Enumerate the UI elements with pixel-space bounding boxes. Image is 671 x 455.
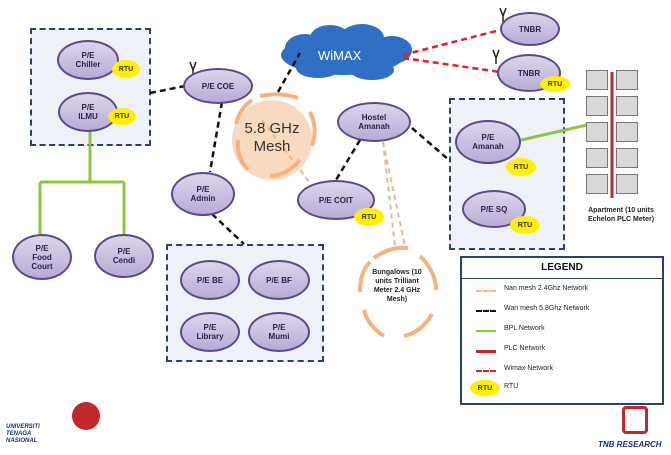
apartment-unit xyxy=(616,174,638,194)
node-chiller-label-2: Chiller xyxy=(75,60,101,69)
rtu-chiller: RTU xyxy=(112,60,140,78)
node-mumi-label-2: Mumi xyxy=(268,332,290,341)
node-coe-label: P/E COE xyxy=(201,81,235,91)
wimax-links xyxy=(402,28,501,74)
apartment-unit xyxy=(586,96,608,116)
node-library-label-2: Library xyxy=(196,332,224,341)
uniten-logo: UNIVERSITI TENAGA NASIONAL xyxy=(4,400,124,450)
nan-mesh-links xyxy=(261,119,406,247)
apartment-unit xyxy=(616,148,638,168)
legend-item-wan-mesh: Wan mesh 5.8Ghz Network xyxy=(470,304,660,318)
uniten-logo-text: UNIVERSITI TENAGA NASIONAL xyxy=(6,424,40,445)
node-admin-label-2: Admin xyxy=(190,194,216,203)
apartment-unit xyxy=(586,70,608,90)
apartment-unit xyxy=(616,96,638,116)
legend-swatch-wan-mesh xyxy=(476,310,496,312)
uniten-logo-line-2: TENAGA xyxy=(6,431,32,437)
tnb-logo-mark xyxy=(622,406,648,434)
legend-item-bpl: BPL Network xyxy=(470,324,660,338)
rtu-tnbr: RTU xyxy=(540,76,570,92)
node-coit-label: P/E COIT xyxy=(318,195,354,205)
node-tnbr-1[interactable]: TNBR xyxy=(500,12,560,46)
legend-label-plc: PLC Network xyxy=(504,345,546,352)
node-amanah-label-2: Amanah xyxy=(472,142,504,151)
rtu-amanah: RTU xyxy=(506,158,536,176)
tnb-research-logo-text: TNB RESEARCH xyxy=(598,440,662,449)
apartment-unit xyxy=(616,70,638,90)
wan-mesh-links xyxy=(149,52,450,245)
uniten-logo-mark xyxy=(72,402,100,430)
node-tnbr-1-label: TNBR xyxy=(518,24,542,34)
node-tnbr-2-label: TNBR xyxy=(517,68,541,78)
legend-label-wimax: Wimax Network xyxy=(504,365,554,372)
legend-swatch-bpl xyxy=(476,330,496,332)
node-hostel-label-2: Amanah xyxy=(358,122,390,131)
node-hostel-label-1: Hostel xyxy=(361,113,387,122)
wimax-cloud xyxy=(281,24,412,80)
node-sq-label: P/E SQ xyxy=(480,204,508,214)
node-cendi-label-2: Cendi xyxy=(112,256,136,265)
apartment-unit xyxy=(586,148,608,168)
mesh-label-line2: Mesh xyxy=(253,138,291,155)
mesh-label-line1: 5.8 GHz xyxy=(244,120,300,137)
node-cendi-label-1: P/E xyxy=(117,247,131,256)
legend-label-nan-mesh: Nan mesh 2.4Ghz Network xyxy=(504,285,589,292)
legend: LEGEND Nan mesh 2.4Ghz Network Wan mesh … xyxy=(460,256,664,405)
rtu-ilmu: RTU xyxy=(108,108,136,125)
node-food-court-label-2: Food xyxy=(32,252,52,262)
legend-swatch-wimax xyxy=(476,370,496,372)
uniten-logo-line-3: NASIONAL xyxy=(6,438,38,444)
legend-label-bpl: BPL Network xyxy=(504,325,545,332)
legend-item-plc: PLC Network xyxy=(470,344,660,358)
mesh-label: 5.8 GHz Mesh xyxy=(237,120,307,156)
legend-swatch-nan-mesh xyxy=(476,290,496,292)
wimax-label: WiMAX xyxy=(318,48,362,63)
node-library-label-1: P/E xyxy=(203,323,217,332)
mesh-ring-arrows xyxy=(234,92,317,178)
bungalows-label: Bungalows (10 units Trilliant Meter 2.4 … xyxy=(372,269,422,303)
node-chiller-label-1: P/E xyxy=(81,51,95,60)
node-food-court-label-1: P/E xyxy=(35,243,49,253)
legend-item-wimax: Wimax Network xyxy=(470,364,660,378)
legend-swatch-plc xyxy=(476,350,496,353)
node-amanah-label-1: P/E xyxy=(481,133,495,142)
apartment-block xyxy=(584,68,642,202)
apartment-unit xyxy=(616,122,638,142)
node-ilmu-label-2: ILMU xyxy=(78,112,98,121)
apartment-unit xyxy=(586,174,608,194)
bungalow-ring-arrows xyxy=(358,245,438,338)
rtu-sq: RTU xyxy=(510,216,540,234)
bpl-links xyxy=(38,123,588,238)
uniten-logo-line-1: UNIVERSITI xyxy=(6,424,40,430)
node-ilmu-label-1: P/E xyxy=(81,103,95,112)
rtu-coit: RTU xyxy=(354,208,384,226)
legend-item-rtu: RTU RTU xyxy=(470,380,660,396)
node-bf-label: P/E BF xyxy=(266,275,292,285)
legend-swatch-rtu: RTU xyxy=(470,380,500,396)
node-be[interactable]: P/E BE xyxy=(180,260,240,300)
legend-item-nan-mesh: Nan mesh 2.4Ghz Network xyxy=(470,284,660,298)
node-coe[interactable]: P/E COE xyxy=(183,68,253,104)
node-mumi-label-1: P/E xyxy=(272,323,286,332)
node-food-court-label-3: Court xyxy=(31,261,53,271)
apartment-label: Apartment (10 units Echelon PLC Meter) xyxy=(587,207,655,223)
legend-label-wan-mesh: Wan mesh 5.8Ghz Network xyxy=(504,305,590,312)
node-admin-label-1: P/E xyxy=(196,185,210,194)
node-bf[interactable]: P/E BF xyxy=(248,260,310,300)
apartment-unit xyxy=(586,122,608,142)
legend-title: LEGEND xyxy=(462,258,662,279)
node-be-label: P/E BE xyxy=(196,275,224,285)
legend-label-rtu: RTU xyxy=(504,383,519,390)
